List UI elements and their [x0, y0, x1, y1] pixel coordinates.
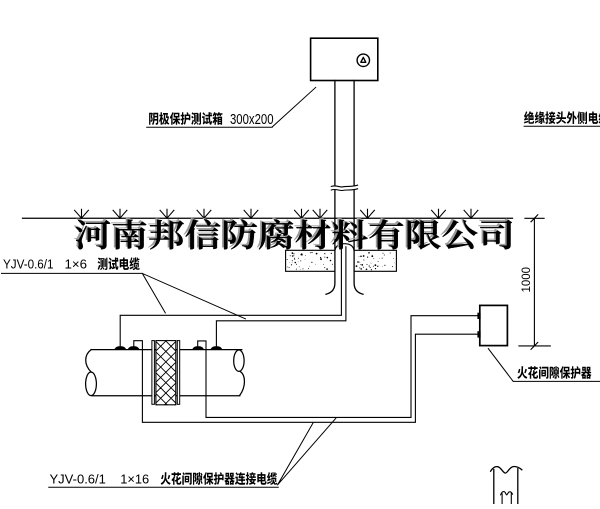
svg-text:1000: 1000	[519, 267, 533, 293]
svg-text:1×6: 1×6	[65, 257, 88, 272]
svg-text:YJV-0.6/1: YJV-0.6/1	[3, 257, 54, 272]
svg-text:1×16: 1×16	[120, 471, 149, 486]
svg-text:300x200: 300x200	[230, 112, 274, 128]
svg-text:YJV-0.6/1: YJV-0.6/1	[50, 471, 106, 486]
